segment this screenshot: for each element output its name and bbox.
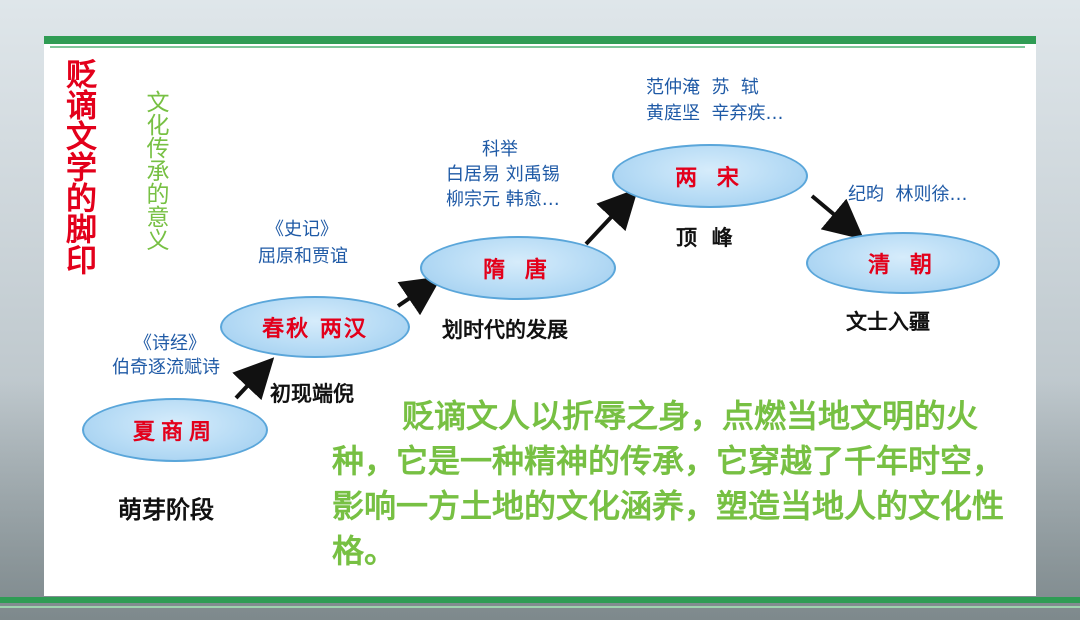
stage-ellipse-chunqiu: 春秋 两汉 <box>220 296 410 358</box>
arrow-3 <box>584 188 639 246</box>
stage-note-chunqiu: 初现端倪 <box>270 382 354 406</box>
stage-note-qing: 文士入疆 <box>846 310 930 334</box>
stage-above-liangsong-2: 白居易 刘禹锡 <box>446 164 560 185</box>
summary-paragraph: 贬谪文人以折辱之身，点燃当地文明的火种，它是一种精神的传承，它穿越了千年时空，影… <box>332 394 1012 574</box>
arrow-1 <box>232 357 275 401</box>
stage-above-qing-1: 范仲淹 苏 轼 <box>646 77 759 98</box>
slide-card <box>44 36 1036 596</box>
arrow-2 <box>396 276 442 316</box>
vertical-subtitle: 文化传承的意义 <box>142 90 168 251</box>
vertical-title: 贬谪文学的脚印 <box>60 58 96 275</box>
stage-ellipse-suitang: 隋 唐 <box>420 236 616 300</box>
stage-ellipse-xiashangzhou: 夏商周 <box>82 398 268 462</box>
top-green-band <box>44 36 1036 44</box>
stage-label: 两 宋 <box>675 166 745 191</box>
summary-text: 贬谪文人以折辱之身，点燃当地文明的火种，它是一种精神的传承，它穿越了千年时空，影… <box>332 397 1005 570</box>
stage-note-liangsong: 顶 峰 <box>676 226 733 250</box>
stage-label: 清 朝 <box>868 253 938 278</box>
stage-note-xiashangzhou: 萌芽阶段 <box>118 496 214 524</box>
stage-note-suitang: 划时代的发展 <box>442 318 568 342</box>
bottom-green-line <box>0 606 1080 608</box>
stage-ellipse-qing: 清 朝 <box>806 232 1000 294</box>
top-green-line <box>50 46 1025 48</box>
stage-label: 夏商周 <box>132 420 217 445</box>
stage-above-chunqiu-2: 伯奇逐流赋诗 <box>112 357 220 378</box>
stage-label: 隋 唐 <box>483 258 553 283</box>
stage-above-liangsong-3: 柳宗元 韩愈… <box>446 189 560 210</box>
stage-above-suitang-1: 《史记》 <box>266 219 338 240</box>
stage-ellipse-liangsong: 两 宋 <box>612 144 808 208</box>
stage-above-suitang-2: 屈原和贾谊 <box>258 246 348 267</box>
qing-scholars: 纪昀 林则徐… <box>848 184 968 205</box>
stage-above-chunqiu-1: 《诗经》 <box>134 333 206 354</box>
stage-above-qing-2: 黄庭坚 辛弃疾… <box>646 103 784 124</box>
stage-above-liangsong-1: 科举 <box>482 139 518 160</box>
stage-label: 春秋 两汉 <box>262 317 368 342</box>
bottom-green-band <box>0 597 1080 603</box>
arrow-4 <box>810 194 865 240</box>
